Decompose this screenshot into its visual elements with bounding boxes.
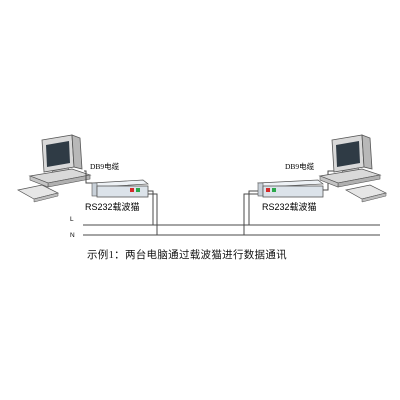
- right-modem-led-green: [272, 188, 276, 192]
- left-cable-label: DB9电缆: [90, 161, 120, 171]
- right-modem-icon: [257, 179, 324, 198]
- left-db9-cable: [84, 170, 92, 184]
- right-modem-wire-l: [248, 190, 258, 225]
- diagram-caption: 示例1：两台电脑通过载波猫进行数据通讯: [87, 250, 287, 261]
- left-modem-led-red: [130, 188, 134, 192]
- left-modem-led-green: [136, 188, 140, 192]
- power-line-n-label: N: [70, 232, 75, 239]
- right-modem-led-red: [266, 188, 270, 192]
- right-modem-label: RS232载波猫: [262, 201, 317, 212]
- left-modem-label: RS232载波猫: [85, 201, 140, 212]
- left-modem-wire-n: [148, 193, 158, 235]
- right-computer-icon: [318, 134, 388, 203]
- right-modem-wire-n: [243, 193, 258, 235]
- left-computer-icon: [17, 134, 92, 203]
- left-station: DB9电缆 RS232载波猫: [17, 134, 158, 235]
- right-cable-label: DB9电缆: [285, 161, 315, 171]
- left-modem-icon: [91, 179, 149, 198]
- left-modem-wire-l: [148, 190, 154, 225]
- power-lines: L N: [70, 216, 380, 239]
- right-station: RS232载波猫 DB9电缆: [243, 134, 388, 235]
- power-line-l-label: L: [70, 216, 74, 223]
